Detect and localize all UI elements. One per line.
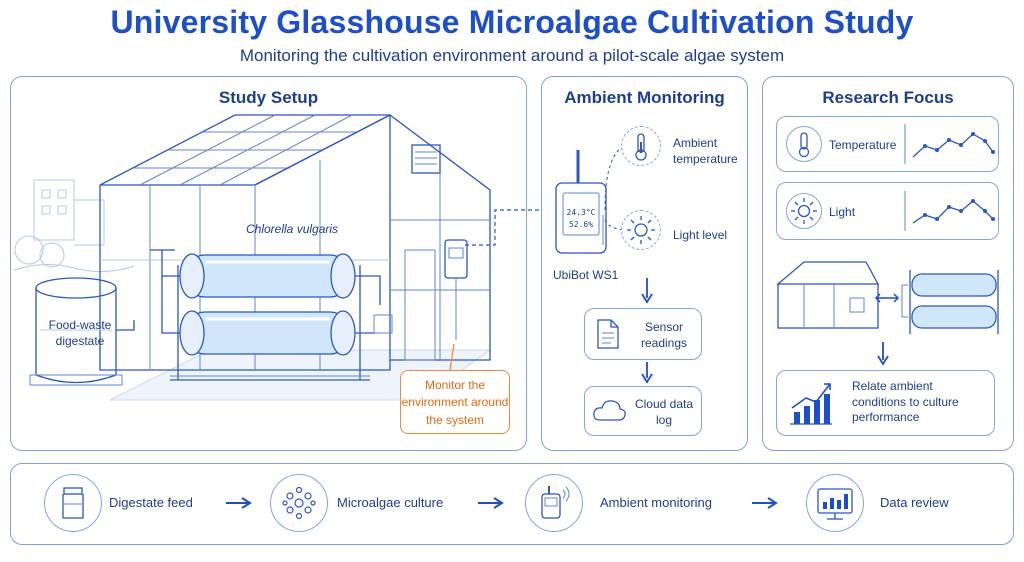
flow-step-2-circle: [270, 474, 328, 532]
tank-label: Food-waste digestate: [48, 318, 112, 348]
down-arrow-2: [641, 362, 653, 384]
monitor-chart-icon: [817, 488, 853, 520]
flow-step-1-label: Digestate feed: [109, 495, 193, 510]
flow-arrow-1: [226, 497, 252, 509]
cloud-data-log-box: [584, 386, 702, 436]
ambient-temp-label: Ambient temperature: [673, 136, 738, 166]
light-focus-label: Light: [829, 205, 856, 219]
page-subtitle: Monitoring the cultivation environment a…: [239, 46, 785, 65]
ambient-monitoring-title: Ambient Monitoring: [564, 88, 725, 107]
temperature-trend-sparkline: [904, 124, 995, 164]
microalgae-cells-icon: [282, 486, 316, 520]
thermometer-icon: [635, 133, 647, 161]
flow-step-4-circle: [806, 474, 864, 532]
flow-step-2-label: Microalgae culture: [337, 495, 444, 510]
greenhouse-illustration: [99, 113, 492, 401]
monitor-callout: Monitor the environment around the syste…: [400, 370, 510, 434]
research-down-arrow: [877, 342, 889, 366]
relate-conditions-label: Relate ambient conditions to culture per…: [852, 379, 959, 425]
document-icon: [597, 319, 619, 349]
device-name-label: UbiBot WS1: [553, 268, 619, 282]
sensor-readings-label: Sensor readings: [640, 320, 688, 350]
sensor-device-icon: [541, 486, 570, 519]
growth-chart-icon: [790, 383, 832, 425]
sun-icon: [627, 216, 655, 244]
greenhouse-reactor-mini-illustration: [776, 261, 999, 334]
study-setup-title: Study Setup: [218, 88, 319, 107]
cloud-data-log-label: Cloud data log: [634, 397, 694, 427]
background-buildings-illustration: [13, 179, 135, 272]
flow-step-3-circle: [525, 474, 583, 532]
device-screen-humidity: 52.6%: [568, 220, 594, 229]
device-sensor-connectors: [604, 144, 629, 231]
sensor-link-dashed: [465, 209, 555, 246]
flow-step-1-circle: [44, 474, 102, 532]
sun-icon: [791, 198, 817, 224]
flow-step-4-label: Data review: [880, 495, 949, 510]
device-screen-temp: 24.3°C: [566, 208, 596, 217]
ubibot-device-illustration: [555, 150, 607, 254]
flow-arrow-2: [478, 497, 504, 509]
digestate-tank-illustration: [29, 277, 135, 386]
species-label: Chlorella vulgaris: [246, 222, 339, 236]
light-level-label: Light level: [673, 228, 728, 242]
relate-conditions-box: [776, 370, 995, 436]
sensor-readings-box: [584, 308, 702, 360]
temperature-focus-label: Temperature: [829, 138, 897, 152]
research-focus-title: Research Focus: [822, 88, 954, 107]
callout-pointer: [449, 343, 455, 371]
flow-step-3-label: Ambient monitoring: [600, 495, 712, 510]
page-title: University Glasshouse Microalgae Cultiva…: [110, 4, 914, 40]
flow-arrow-3: [752, 497, 778, 509]
cloud-icon: [593, 400, 626, 421]
digestate-jar-icon: [62, 487, 84, 519]
light-trend-sparkline: [904, 191, 995, 231]
down-arrow-1: [641, 278, 653, 304]
thermometer-icon: [798, 132, 810, 158]
